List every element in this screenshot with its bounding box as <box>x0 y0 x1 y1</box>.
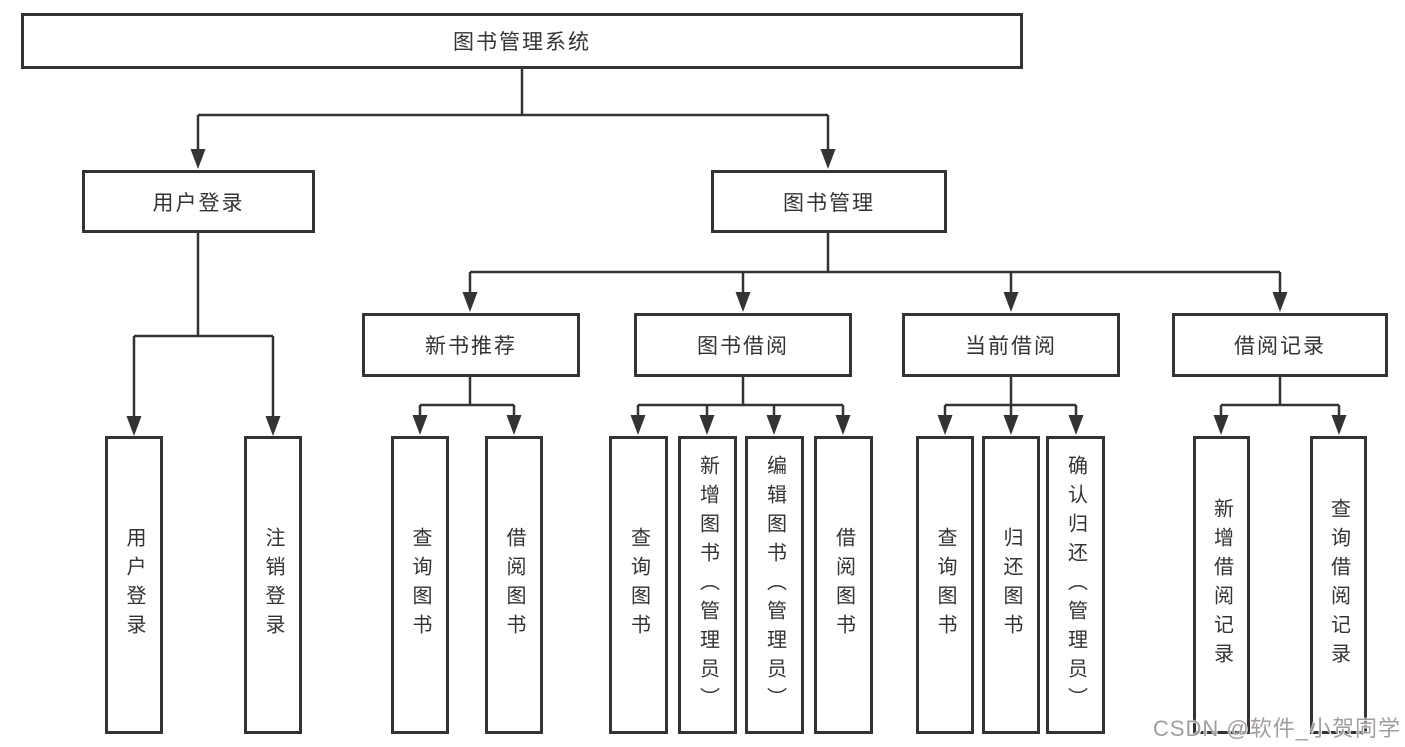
connector-user-login-to-leaves <box>126 233 281 436</box>
leaf-query-books-current-label: 查询图书 <box>934 527 956 643</box>
node-book-borrow: 图书借阅 <box>634 313 852 377</box>
node-current-borrow-label: 当前借阅 <box>965 335 1057 358</box>
leaf-edit-book-admin-label: 编辑图书（管理员） <box>763 454 786 716</box>
node-borrow-records: 借阅记录 <box>1172 313 1388 377</box>
connector-borrow-records-to-leaves <box>1213 377 1347 435</box>
leaf-query-books-borrow: 查询图书 <box>609 436 668 734</box>
leaf-query-books-borrow-label: 查询图书 <box>627 527 650 643</box>
node-current-borrow: 当前借阅 <box>902 313 1120 377</box>
leaf-edit-book-admin: 编辑图书（管理员） <box>745 436 804 734</box>
leaf-add-borrow-record: 新增借阅记录 <box>1193 436 1250 734</box>
leaf-borrow-books-2-label: 借阅图书 <box>832 527 855 643</box>
node-new-book-rec: 新书推荐 <box>362 313 580 377</box>
node-book-mgmt: 图书管理 <box>711 170 947 233</box>
node-user-login: 用户登录 <box>82 170 315 233</box>
connector-book-mgmt-to-level3 <box>462 233 1288 312</box>
connector-book-borrow-to-leaves <box>630 377 851 435</box>
leaf-query-books-rec-label: 查询图书 <box>409 527 431 643</box>
leaf-logout: 注销登录 <box>244 436 302 734</box>
node-new-book-rec-label: 新书推荐 <box>425 335 517 358</box>
node-book-mgmt-label: 图书管理 <box>783 191 875 215</box>
leaf-query-borrow-record: 查询借阅记录 <box>1310 436 1367 734</box>
node-root-system-label: 图书管理系统 <box>453 31 591 54</box>
csdn-watermark: CSDN @软件_小贺同学 <box>1152 716 1401 741</box>
connector-new-book-rec-to-leaves <box>412 377 522 435</box>
leaf-logout-label: 注销登录 <box>262 527 284 643</box>
leaf-user-login: 用户登录 <box>105 436 163 734</box>
leaf-return-book-label: 归还图书 <box>1000 527 1022 643</box>
node-book-borrow-label: 图书借阅 <box>697 335 789 358</box>
node-root-system: 图书管理系统 <box>21 13 1023 69</box>
leaf-borrow-books-rec: 借阅图书 <box>485 436 543 734</box>
leaf-query-books-rec: 查询图书 <box>391 436 449 734</box>
leaf-confirm-return-admin-label: 确认归还（管理员） <box>1064 454 1087 716</box>
leaf-borrow-books-rec-label: 借阅图书 <box>503 527 525 643</box>
leaf-user-login-label: 用户登录 <box>123 527 145 643</box>
leaf-add-book-admin: 新增图书（管理员） <box>678 436 737 734</box>
connector-root-to-level2 <box>190 69 836 169</box>
leaf-add-borrow-record-label: 新增借阅记录 <box>1210 498 1233 672</box>
node-user-login-label: 用户登录 <box>152 191 245 215</box>
leaf-borrow-books-2: 借阅图书 <box>814 436 873 734</box>
leaf-add-book-admin-label: 新增图书（管理员） <box>696 454 719 716</box>
connector-current-borrow-to-leaves <box>937 377 1084 435</box>
leaf-query-books-current: 查询图书 <box>916 436 974 734</box>
leaf-return-book: 归还图书 <box>982 436 1040 734</box>
leaf-confirm-return-admin: 确认归还（管理员） <box>1046 436 1105 734</box>
leaf-query-borrow-record-label: 查询借阅记录 <box>1327 498 1350 672</box>
node-borrow-records-label: 借阅记录 <box>1234 335 1326 358</box>
